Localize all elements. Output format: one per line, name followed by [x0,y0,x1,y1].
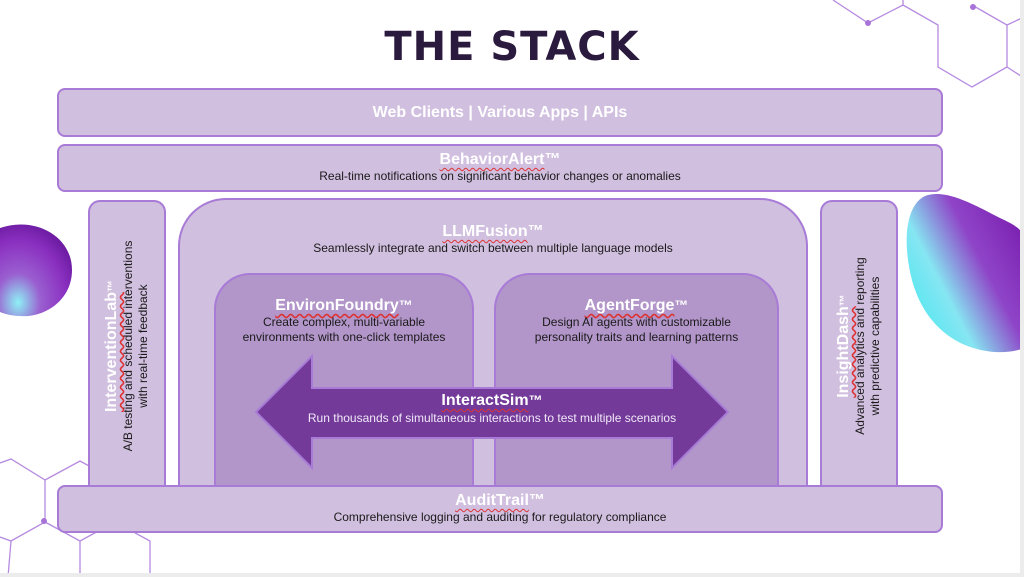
insight-dash-desc-1: Advanced analytics and reporting [853,257,867,435]
blob-right [906,193,1024,353]
trademark: ™ [105,280,119,292]
audit-trail-title: AuditTrail [455,492,529,509]
audit-trail-desc: Comprehensive logging and auditing for r… [333,510,667,524]
agent-forge-desc-1: Design AI agents with customizable [542,315,731,329]
trademark: ™ [544,151,561,168]
llm-fusion-title: LLMFusion [442,223,528,240]
agent-forge-module: AgentForge™ Design AI agents with custom… [494,273,779,488]
page-title: THE STACK [384,24,640,70]
environ-foundry-desc-2: environments with one-click templates [242,330,446,344]
environ-foundry-desc-1: Create complex, multi-variable [262,315,426,329]
environ-foundry-module: EnvironFoundry™ Create complex, multi-va… [214,273,474,488]
sphere-left [0,224,72,317]
audit-trail-layer: AuditTrail™ Comprehensive logging and au… [57,485,943,533]
double-arrow-icon [254,353,730,471]
insight-dash-title: InsightDash [835,306,852,398]
intervention-lab-pillar: InterventionLab™ A/B testing and schedul… [88,200,166,490]
environ-foundry-title: EnvironFoundry [275,297,399,314]
interact-sim-arrow: InteractSim™ Run thousands of simultaneo… [254,352,730,472]
llm-fusion-desc: Seamlessly integrate and switch between … [313,241,673,255]
slide-edge-bottom [0,573,1024,577]
behavior-alert-desc: Real-time notifications on significant b… [319,169,681,183]
intervention-lab-desc-1: A/B testing and scheduled interventions [121,240,135,452]
clients-label: Web Clients | Various Apps | APIs [372,104,628,121]
behavior-alert-layer: BehaviorAlert™ Real-time notifications o… [57,144,943,192]
behavior-alert-title: BehaviorAlert [439,151,545,168]
insight-dash-desc-2: with predictive capabilities [868,276,882,416]
agent-forge-desc-2: personality traits and learning patterns [534,330,739,344]
trademark: ™ [527,223,544,240]
insight-dash-pillar: InsightDash™ Advanced analytics and repo… [820,200,898,490]
trademark: ™ [398,297,413,313]
trademark: ™ [528,392,543,408]
slide-edge-right [1020,0,1024,577]
trademark: ™ [837,294,851,307]
agent-forge-title: AgentForge [584,297,675,314]
intervention-lab-desc-2: with real-time feedback [136,284,150,408]
trademark: ™ [528,492,545,509]
intervention-lab-title: InterventionLab [103,292,120,413]
clients-layer: Web Clients | Various Apps | APIs [57,88,943,137]
interact-sim-title: InteractSim [441,392,529,409]
interact-sim-desc: Run thousands of simultaneous interactio… [307,411,677,425]
trademark: ™ [674,297,689,313]
